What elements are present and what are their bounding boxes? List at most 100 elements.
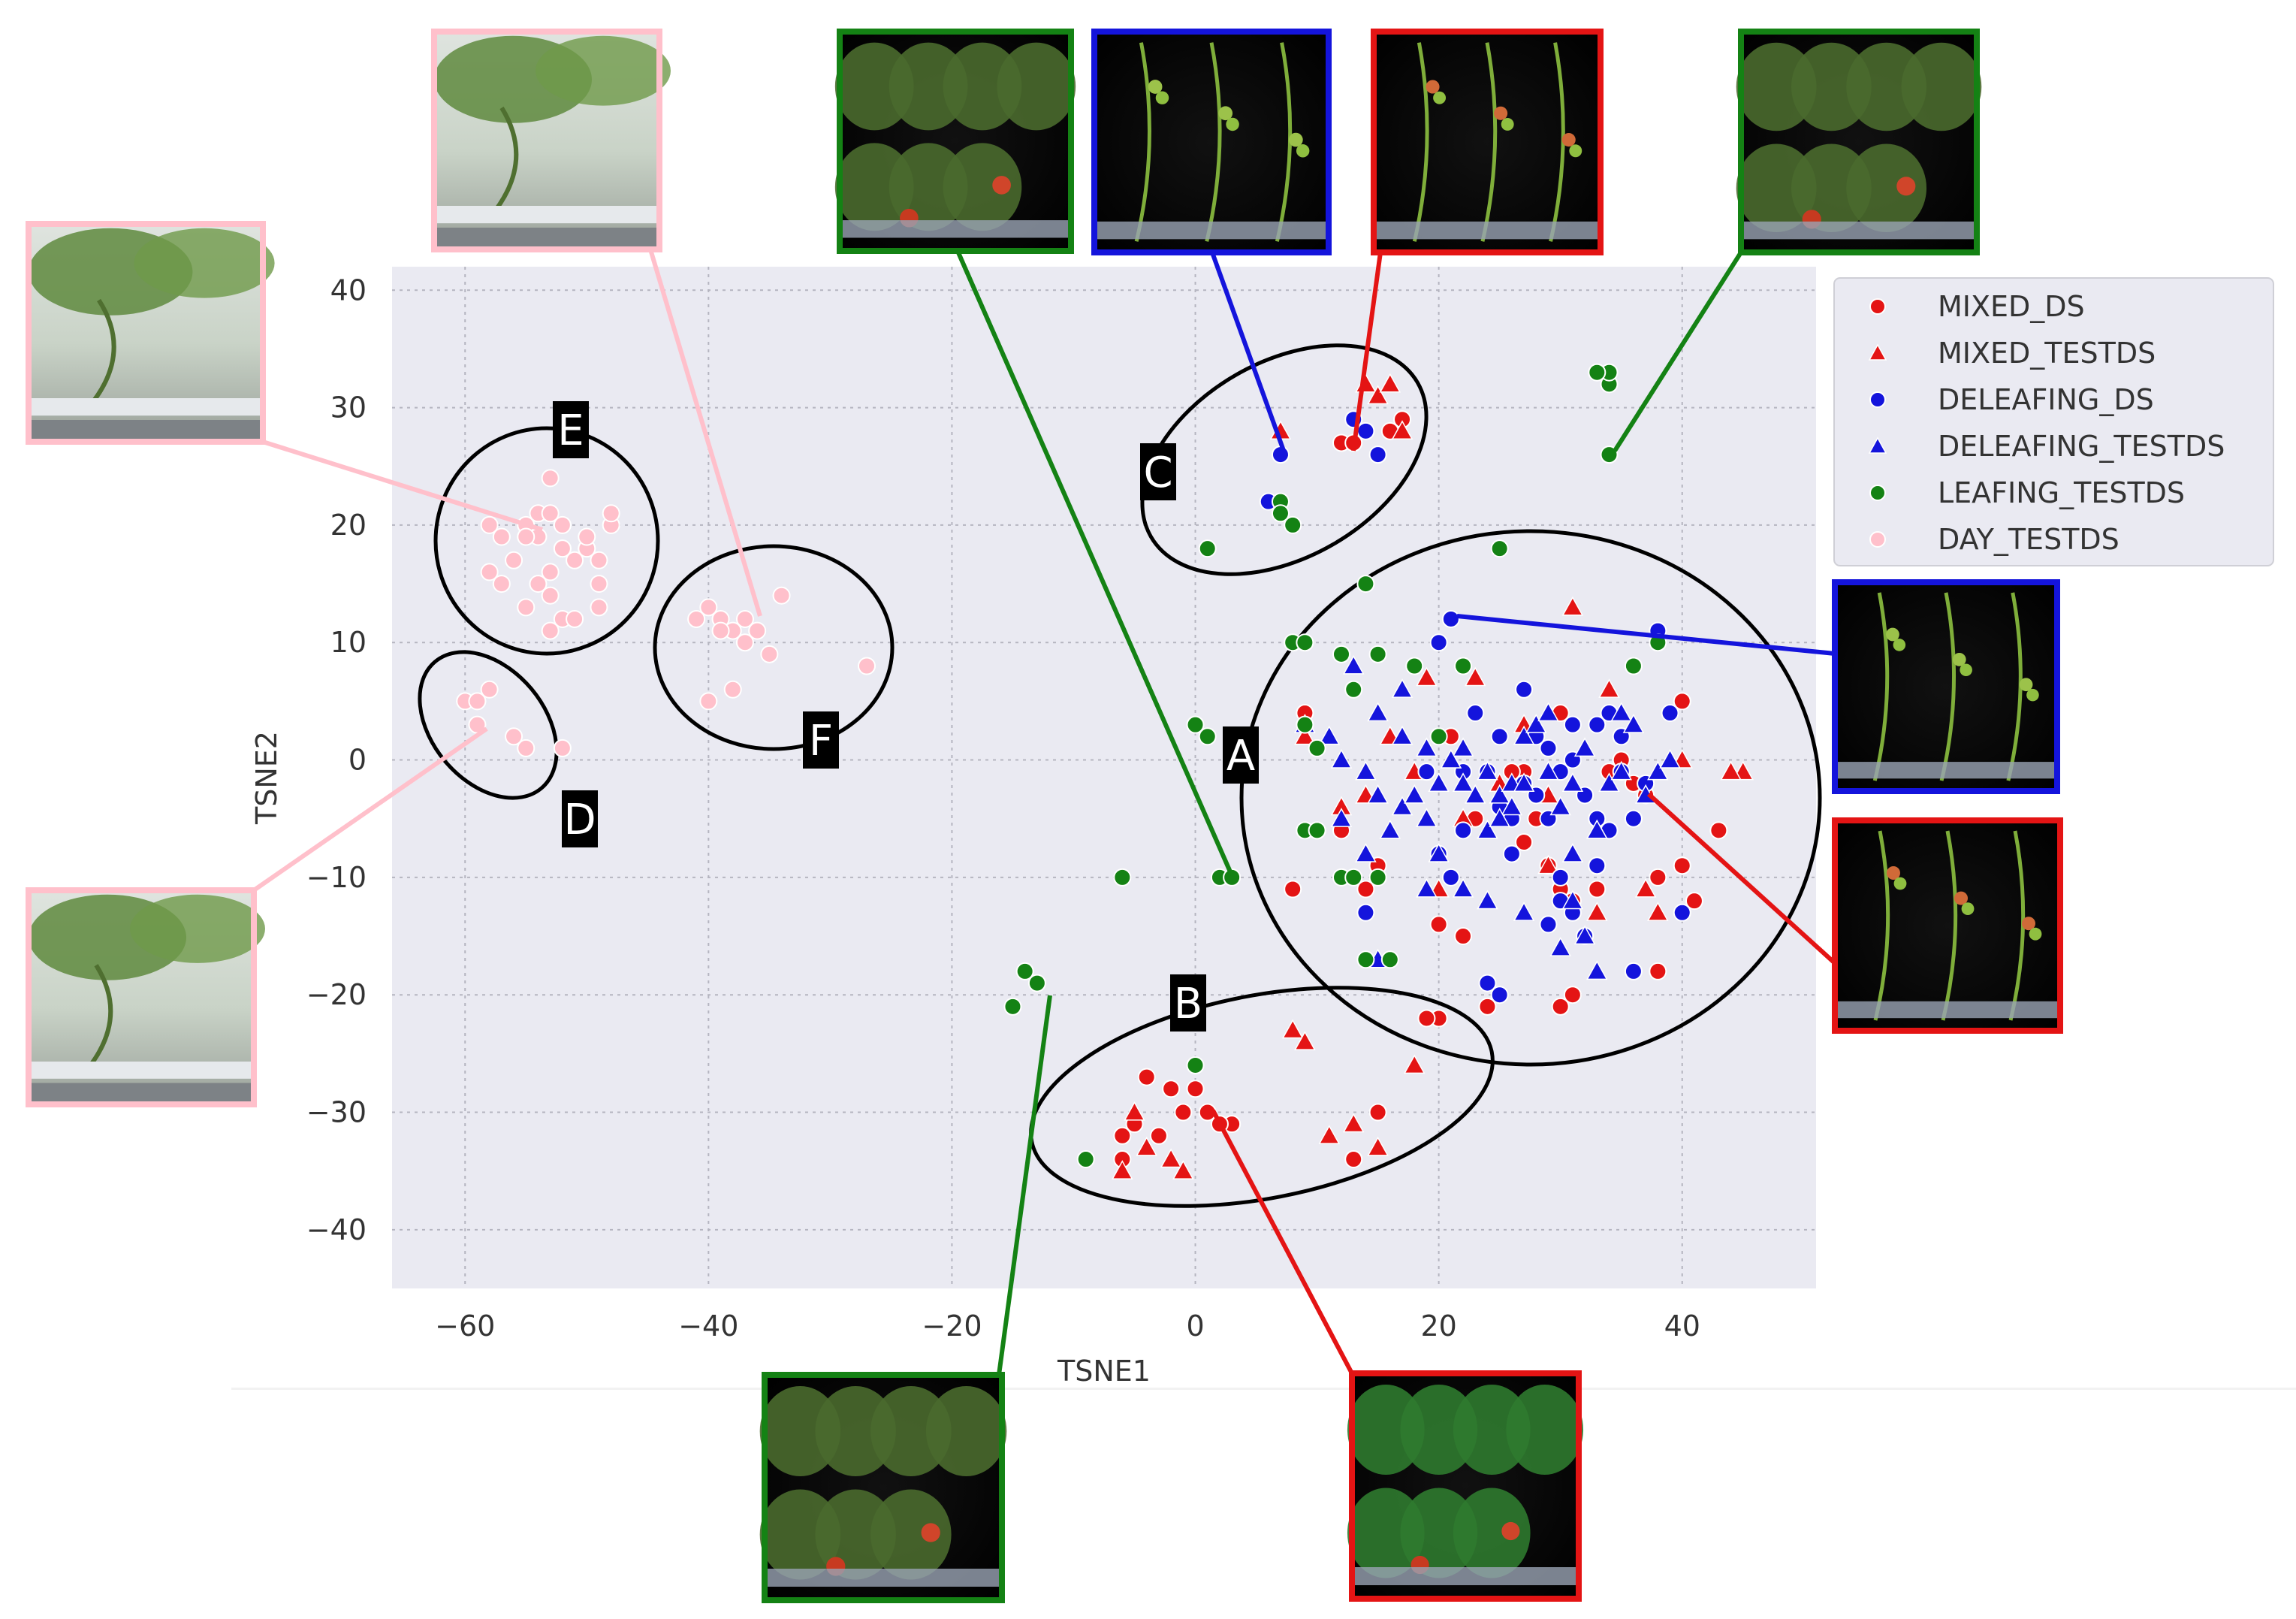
data-point <box>590 551 608 569</box>
night-photo-thumbnail <box>834 29 1076 254</box>
tomato-shape <box>1896 177 1916 196</box>
data-point <box>1489 784 1510 804</box>
stem-shape <box>83 964 113 1074</box>
cluster-label: A <box>1226 732 1255 781</box>
data-point <box>1186 715 1205 734</box>
day-photo-thumbnail <box>431 29 671 252</box>
data-point <box>1356 950 1375 969</box>
photo-border <box>26 887 257 1107</box>
night-photo-thumbnail <box>1832 817 2063 1034</box>
data-point <box>1391 796 1414 816</box>
data-point <box>1112 1160 1133 1180</box>
series-leafing-testds <box>1003 363 1667 1169</box>
fruit-shape <box>1561 133 1576 147</box>
data-point <box>1015 962 1034 980</box>
data-point <box>553 515 572 534</box>
data-point <box>505 727 523 746</box>
fruit-shape <box>1426 80 1440 94</box>
data-point <box>1624 809 1643 828</box>
cluster-ellipse <box>653 544 895 751</box>
data-point <box>1416 737 1438 757</box>
data-point <box>1588 363 1607 382</box>
data-point <box>1186 1080 1205 1098</box>
data-point <box>1367 702 1389 722</box>
data-point <box>468 692 487 711</box>
data-point <box>1318 1125 1341 1144</box>
data-point <box>1586 960 1608 980</box>
foliage-shape <box>1347 1385 1425 1475</box>
foliage-shape <box>1791 42 1872 131</box>
stem-shape <box>1872 592 1890 781</box>
data-point <box>687 609 706 628</box>
data-point <box>1149 1126 1168 1145</box>
x-axis-label: TSNE1 <box>1057 1355 1151 1388</box>
leader-line <box>1646 792 1837 965</box>
stem-shape <box>1941 830 1958 1021</box>
data-point <box>1477 760 1498 781</box>
data-point <box>1501 796 1523 816</box>
photo-border <box>1738 29 1980 255</box>
cluster-label: B <box>1174 980 1202 1028</box>
data-point <box>1367 385 1389 405</box>
fruit-shape <box>2026 688 2039 702</box>
data-point <box>1429 915 1448 934</box>
data-point <box>517 739 536 757</box>
data-point <box>1647 902 1669 921</box>
series-mixed-testds <box>1112 373 1754 1180</box>
data-point <box>1610 702 1632 722</box>
cluster-label-box <box>1223 726 1259 784</box>
data-point <box>1172 1160 1194 1180</box>
cluster-label: D <box>563 796 596 844</box>
data-point <box>1429 727 1448 746</box>
data-point <box>566 609 584 628</box>
night-photo-thumbnail <box>1347 1370 1584 1602</box>
fruit-shape <box>2029 927 2042 941</box>
data-point <box>1598 678 1620 698</box>
fruit-shape <box>1148 80 1163 94</box>
data-point <box>1539 915 1558 934</box>
fruit-shape <box>1296 144 1310 158</box>
foliage-shape <box>1506 1385 1584 1475</box>
fruit-shape <box>1887 866 1900 880</box>
x-tick-label: 0 <box>1186 1309 1204 1343</box>
leader-line <box>997 995 1052 1376</box>
data-point <box>1308 739 1326 757</box>
cluster-ellipse <box>418 650 559 800</box>
x-tick-label: −40 <box>678 1309 738 1343</box>
data-point <box>760 645 779 663</box>
data-point <box>1454 821 1473 840</box>
data-point <box>1174 1103 1193 1122</box>
data-point <box>1355 843 1377 862</box>
data-point <box>1478 997 1497 1016</box>
data-point <box>1379 373 1401 393</box>
foliage-shape <box>1846 42 1927 131</box>
data-point <box>735 633 754 652</box>
gutter-shape <box>840 220 1071 238</box>
y-tick-label: 10 <box>330 626 367 659</box>
gutter-shape <box>1835 762 2057 779</box>
data-point <box>1661 704 1679 723</box>
data-point <box>1441 868 1460 887</box>
y-tick-label: 30 <box>330 391 367 424</box>
y-tick-label: −40 <box>306 1213 367 1246</box>
legend: MIXED_DSMIXED_TESTDSDELEAFING_DSDELEAFIN… <box>1833 277 2274 566</box>
data-point <box>858 657 876 675</box>
data-point <box>1294 1031 1316 1050</box>
fruit-shape <box>2022 917 2035 931</box>
data-point <box>1673 692 1691 711</box>
cluster-label-box <box>1140 443 1176 500</box>
data-point <box>1440 749 1462 769</box>
stem-shape <box>1205 42 1222 242</box>
foliage-shape <box>759 1489 841 1580</box>
data-point <box>1673 856 1691 875</box>
stem-shape <box>1412 42 1429 242</box>
data-point <box>1428 772 1450 792</box>
data-point <box>1368 1103 1387 1122</box>
data-point <box>1513 725 1535 745</box>
photo-border <box>1091 29 1332 255</box>
data-point <box>735 609 754 628</box>
data-point <box>1685 892 1703 911</box>
data-point <box>711 621 730 640</box>
foliage-shape <box>1453 1385 1531 1475</box>
